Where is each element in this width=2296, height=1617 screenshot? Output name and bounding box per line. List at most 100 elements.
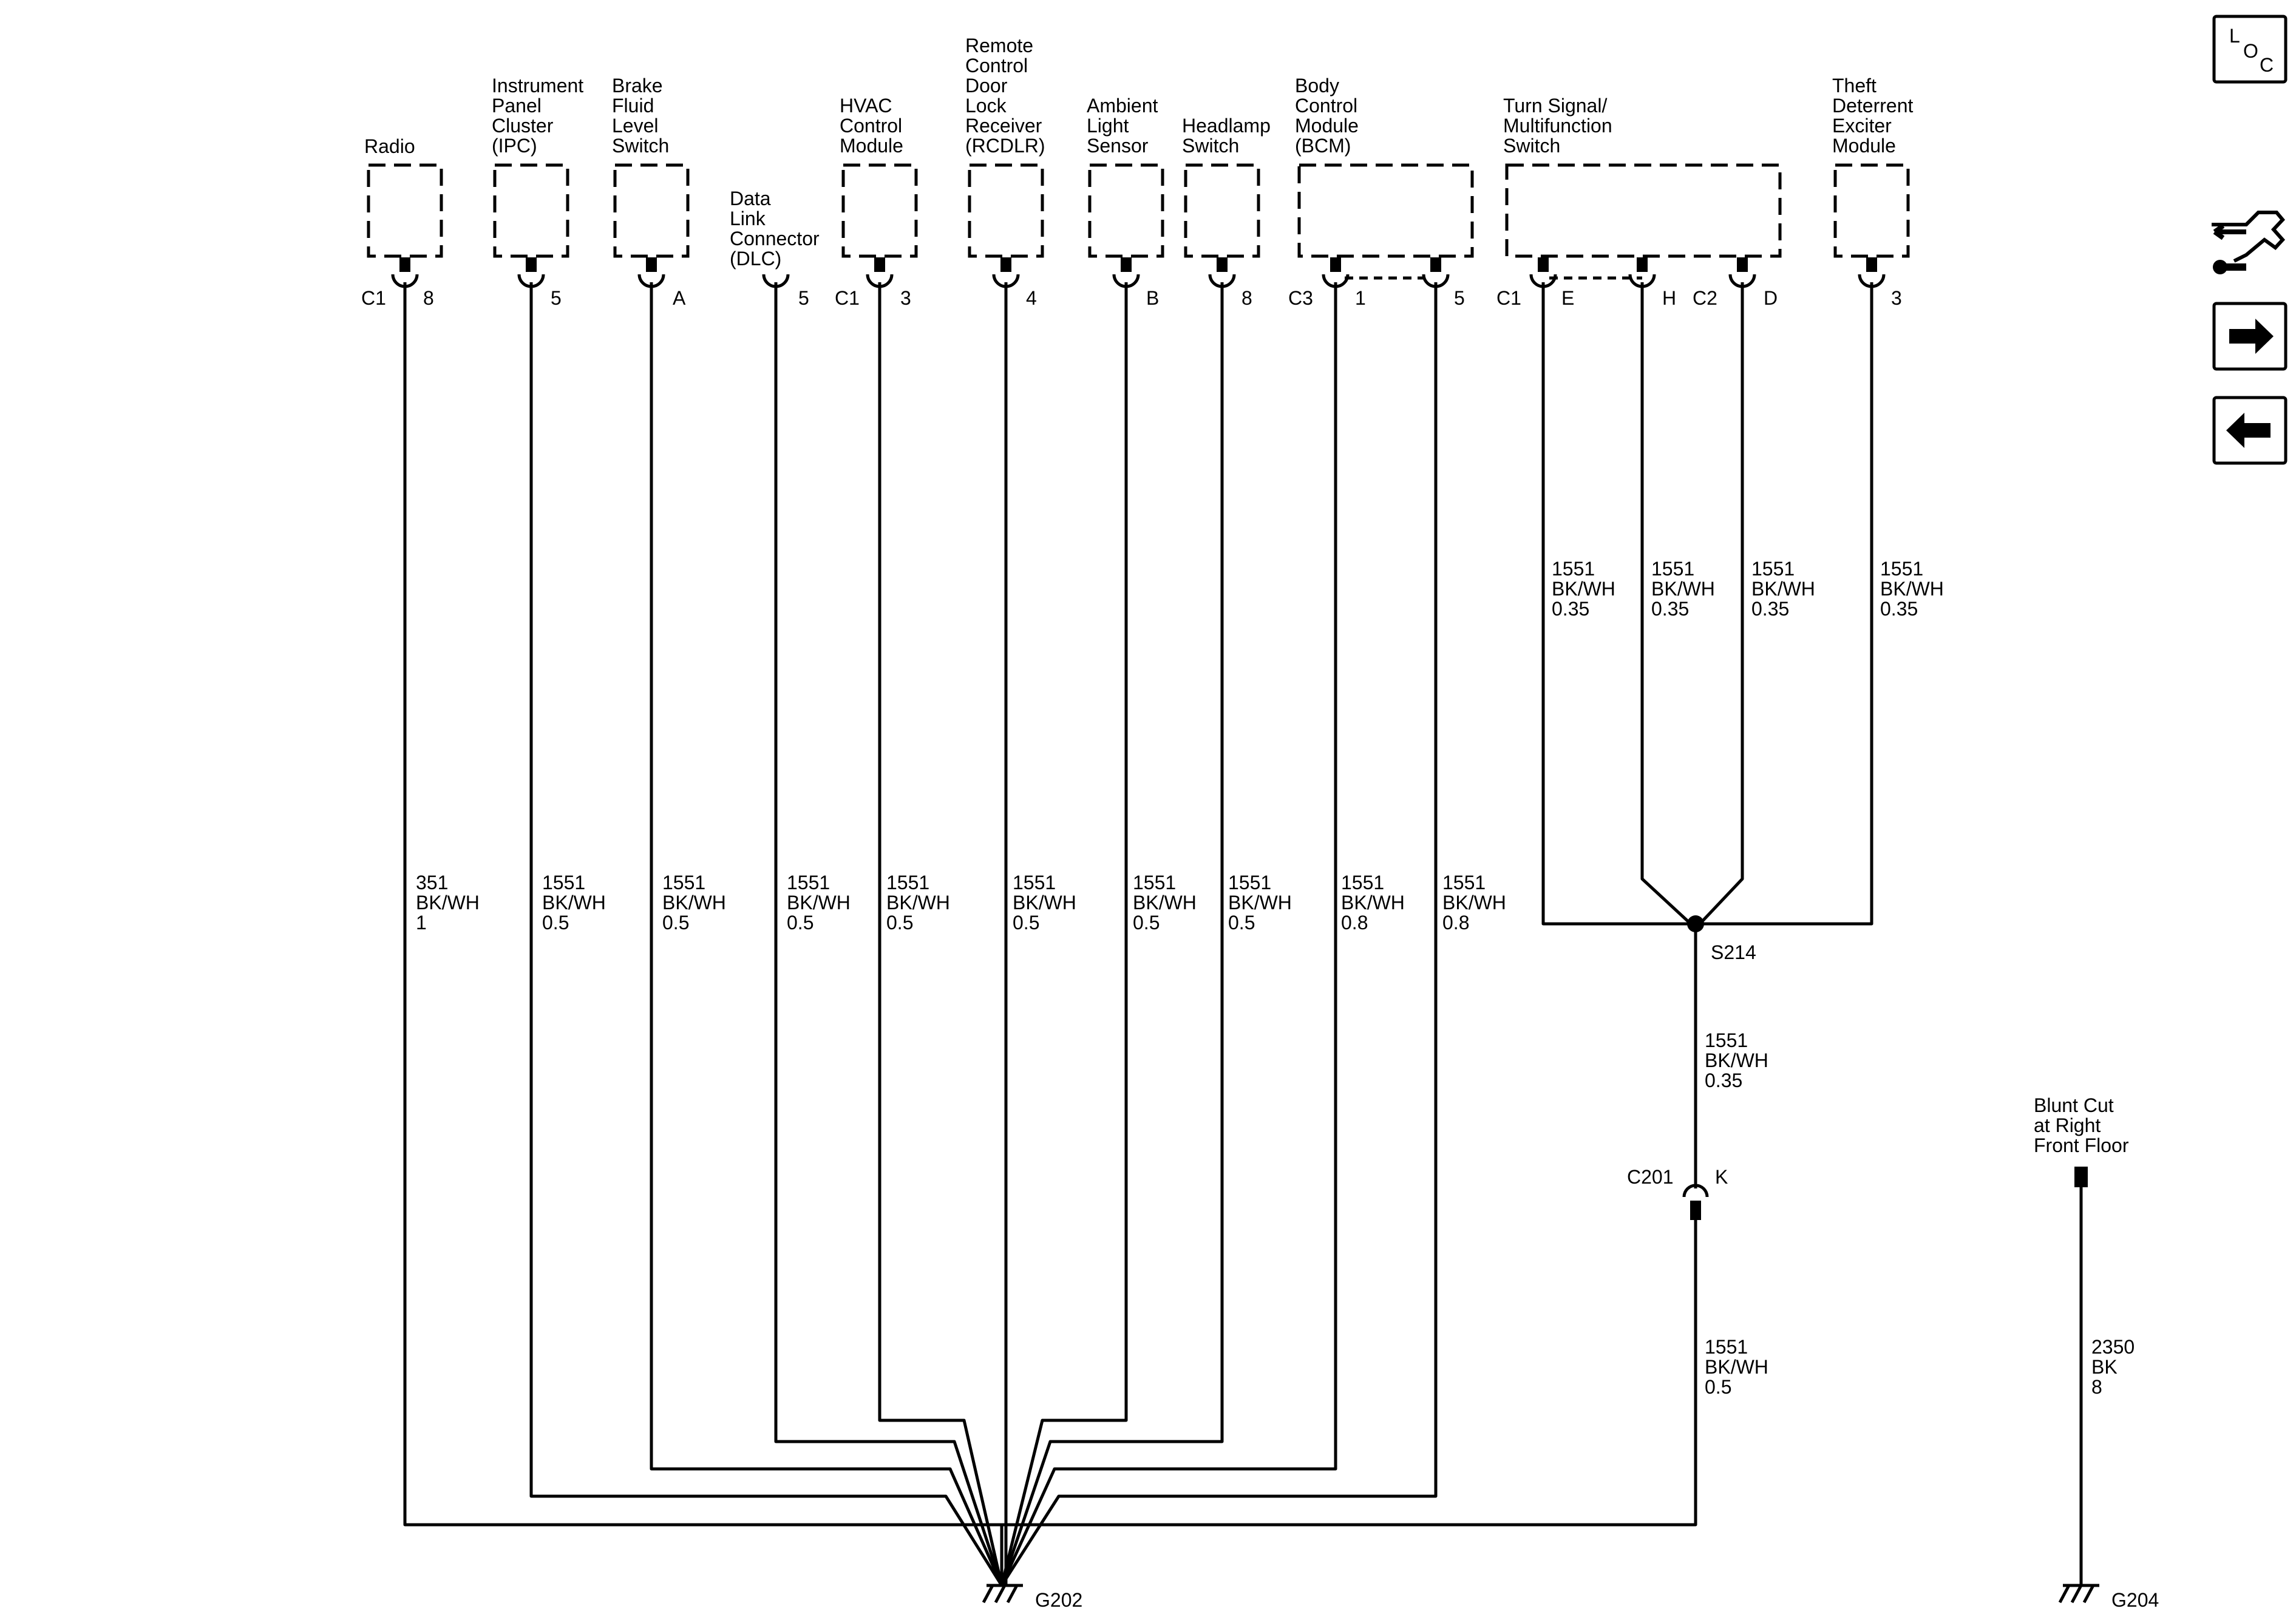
pin-terminal [1628,257,1656,288]
loc-letter-o: O [2243,40,2258,62]
component-boxes [367,163,1910,258]
pin-10: E [1561,287,1574,309]
pin-0: 8 [423,287,434,309]
wire-radio [403,282,1002,1527]
pin-4: 3 [900,287,911,309]
radio-box [367,163,443,258]
pin-3: 5 [798,287,809,309]
pin-13: 3 [1891,287,1902,309]
pin-terminal [1208,257,1236,288]
wire-turn-e [1541,282,1696,926]
pin-11: H [1662,287,1676,309]
pin-5: 4 [1026,287,1037,309]
inline-connector-c201 [1682,1184,1709,1220]
previous-arrow-icon[interactable] [2212,396,2288,465]
pin-7: 8 [1241,287,1252,309]
wire-bcm-5 [1000,282,1438,1587]
pin-terminal [992,257,1020,288]
hvac-box [841,163,918,258]
blunt-cut-marker [2074,1167,2088,1187]
theft-module-box [1833,163,1910,258]
wire-theft [1696,282,1873,926]
loc-letter-l: L [2229,25,2240,47]
pin-terminal [1529,257,1557,288]
pin-connector-4: C1 [835,287,860,309]
ipc-box [493,163,569,258]
wire-dlc [774,282,1004,1586]
wire-ground-return [1002,1220,1697,1527]
wire-bcm-1 [1000,282,1337,1587]
rcdlr-box [968,163,1044,258]
connector-tools-icon[interactable] [2212,211,2286,274]
wire-turn-d [1699,282,1744,925]
headlamp-switch-box [1184,163,1260,258]
bcm-box [1297,163,1474,258]
pin-8: 1 [1355,287,1366,309]
ground-g204-label: G204 [2111,1589,2159,1611]
c201-label: C201 [1627,1166,1674,1188]
wire-brake-switch [650,282,1004,1587]
ambient-sensor-box [1088,163,1164,258]
pin-terminal [637,257,665,288]
next-arrow-icon[interactable] [2212,302,2288,371]
right-toolbar: L O C [2212,15,2288,465]
pin-12: D [1764,287,1778,309]
label-radio: Radio [364,135,415,157]
pin-6: B [1146,287,1159,309]
pin-9: 5 [1454,287,1465,309]
pin-terminal [1112,257,1140,288]
pin-terminal [391,257,419,288]
pin-terminal [866,257,894,288]
pin-terminal [1858,257,1886,288]
ground-g204-symbol [2058,1584,2099,1604]
c201-pin-label: K [1715,1166,1728,1188]
wire-hvac [878,282,1004,1586]
loc-letter-c: C [2260,54,2274,76]
loc-icon[interactable]: L O C [2212,15,2288,84]
pin-terminal [1422,257,1450,288]
pin-connector-0: C1 [361,287,386,309]
wire-ambient-sensor [1000,282,1128,1586]
wires [403,282,2083,1587]
pin-connector-12: C2 [1693,287,1717,309]
wire-ipc [529,282,1004,1587]
pin-connector-10: C1 [1496,287,1521,309]
wire-turn-h [1640,282,1692,925]
wire-headlamp-switch [1000,282,1224,1586]
brake-switch-box [613,163,690,258]
splice-s214-label: S214 [1711,941,1756,963]
pin-connector-8: C3 [1288,287,1313,309]
pin-terminal [517,257,545,288]
ground-g202-symbol [982,1584,1023,1604]
pin-terminals [391,257,1886,288]
